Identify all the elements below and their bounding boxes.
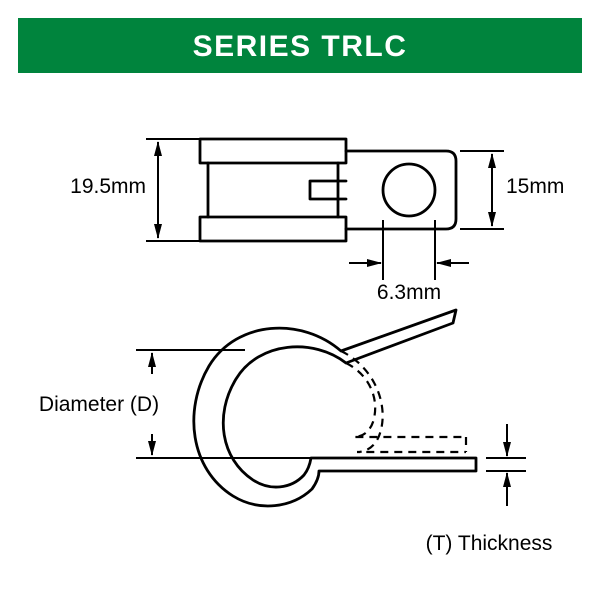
hidden-band-dashed <box>340 350 468 454</box>
header-banner <box>18 18 582 73</box>
dim-label-tab-height: 15mm <box>506 175 564 198</box>
mounting-hole <box>381 162 437 218</box>
dim-diameter: Diameter (D) <box>39 349 311 459</box>
dim-thickness: (T) Thickness <box>426 424 553 555</box>
dim-label-diameter: Diameter (D) <box>39 393 159 416</box>
clamp-band-bottom-strip <box>198 215 348 243</box>
dim-label-thickness: (T) Thickness <box>426 532 553 555</box>
band-slot-notch <box>308 179 348 201</box>
header: SERIES TRLC <box>18 18 582 73</box>
mounting-tab <box>344 149 458 231</box>
hidden-band-upper-edge <box>345 362 466 439</box>
clamp-band-top-strip <box>198 137 348 165</box>
side-view-drawing <box>192 308 478 508</box>
page-title: SERIES TRLC <box>193 30 408 63</box>
hidden-band-lower-edge <box>340 350 466 454</box>
dim-clamp-width: 19.5mm <box>70 138 199 242</box>
dim-tab-height: 15mm <box>460 150 564 230</box>
dim-label-clamp-width: 19.5mm <box>70 175 146 198</box>
dim-label-hole-diameter: 6.3mm <box>377 281 441 304</box>
clamp-band-outline <box>192 308 478 508</box>
top-view-drawing <box>198 137 458 243</box>
dim-hole-diameter: 6.3mm <box>349 220 469 304</box>
